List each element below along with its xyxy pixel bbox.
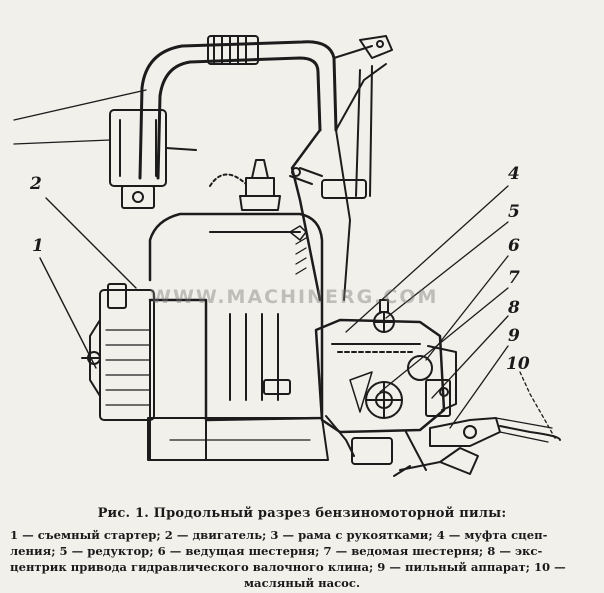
leader-line-1 [39, 257, 97, 369]
figure-caption: Рис. 1. Продольный разрез бензиномоторно… [0, 502, 604, 593]
callout-6: 6 [508, 236, 520, 256]
handle-frame [138, 35, 393, 180]
callout-1: 1 [32, 236, 44, 256]
callout-5: 5 [508, 202, 520, 222]
caption-line-4: масляный насос. [243, 576, 360, 590]
saw-apparatus [351, 417, 561, 477]
caption-title: Рис. 1. Продольный разрез бензиномоторно… [97, 506, 507, 521]
leader-line-handle [13, 89, 147, 121]
callout-4: 4 [508, 164, 520, 184]
callout-8: 8 [508, 298, 520, 318]
engine-block [148, 212, 324, 461]
clutch-gearbox [314, 299, 457, 471]
spark-plug [209, 159, 281, 211]
starter-grip [109, 109, 197, 209]
leader-lines-right [345, 185, 557, 441]
watermark-text: WWW.MACHINERG.COM [150, 286, 439, 308]
engine-base [147, 417, 329, 461]
frame-struts [289, 63, 387, 302]
caption-line-2: ления; 5 — редуктор; 6 — ведущая шестерн… [10, 544, 543, 558]
removable-starter [81, 283, 155, 421]
callout-10: 10 [506, 354, 530, 374]
callout-9: 9 [508, 326, 520, 346]
saw-cross-section-figure: WWW.MACHINERG.COM 1 2 4 5 6 7 8 9 10 [13, 35, 561, 477]
leader-line-grip [13, 139, 111, 145]
saw-drawing [13, 35, 561, 477]
caption-line-1: 1 — съемный стартер; 2 — двигатель; 3 — … [10, 528, 548, 542]
callout-2: 2 [30, 174, 42, 194]
callout-7: 7 [508, 268, 520, 288]
caption-line-3: центрик привода гидравлического валочног… [10, 560, 566, 574]
leader-line-2 [45, 197, 137, 289]
